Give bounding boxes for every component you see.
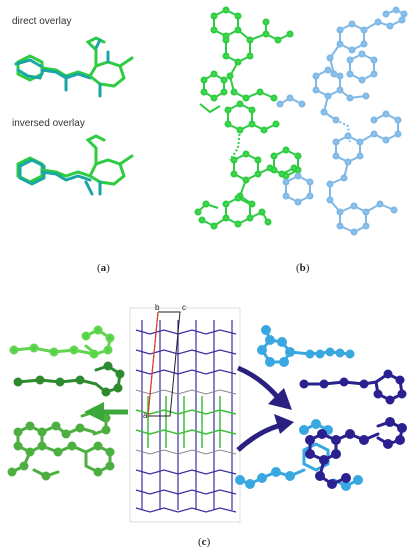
axis-b-label: b: [155, 303, 160, 312]
inversed-overlay-title: inversed overlay: [12, 118, 85, 129]
navy-arrowhead-bottom: [274, 414, 294, 434]
green-molecule-chain: [194, 6, 302, 230]
panel-c: b c a: [0, 300, 414, 530]
navy-arrowhead-top: [268, 388, 292, 410]
crystal-packing: b c a: [129, 303, 241, 523]
green-atoms: [194, 6, 302, 230]
green-arrow-left: [84, 402, 128, 422]
panel-b-drawing: [194, 6, 408, 236]
panel-c-letter: c: [201, 536, 207, 548]
panel-c-label: (c): [198, 536, 210, 548]
panel-c-drawing: b c a: [7, 303, 407, 523]
direct-overlay-title: direct overlay: [12, 16, 72, 27]
panel-a-label-close: ): [106, 262, 110, 274]
panel-b-label-open: (: [296, 262, 300, 274]
left-green-molecules: [7, 325, 125, 481]
panel-a-drawing-2: [16, 134, 134, 196]
panel-a: direct overlay inversed overlay: [0, 0, 190, 240]
panel-b-label: (b): [296, 262, 309, 274]
inversed-overlay-molecule: [16, 134, 134, 196]
panel-b-letter: b: [299, 262, 306, 274]
axis-a-label: a: [143, 411, 148, 420]
blue-atoms: [276, 6, 408, 236]
panel-a-label-open: (: [97, 262, 101, 274]
axis-c-label: c: [182, 303, 186, 312]
panel-c-label-close: ): [206, 536, 211, 548]
right-blue-molecules: [235, 325, 407, 491]
panel-a-letter: a: [100, 262, 107, 274]
panel-b: [190, 0, 414, 245]
panel-a-drawing: [14, 36, 134, 98]
direct-overlay-molecule: [14, 36, 134, 98]
panel-a-label: (a): [97, 262, 110, 274]
navy-arrows-right: [236, 365, 282, 452]
blue-molecule-chain: [276, 6, 408, 236]
panel-c-label-open: (: [198, 536, 202, 548]
panel-b-label-close: ): [305, 262, 310, 274]
